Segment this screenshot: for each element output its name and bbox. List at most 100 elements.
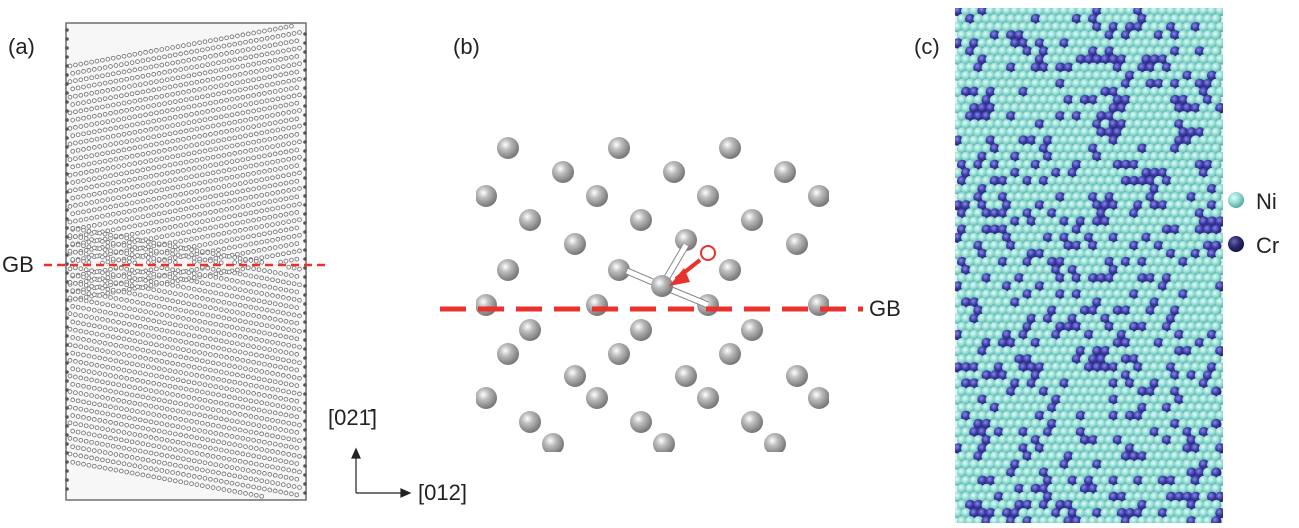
cr-atom xyxy=(1125,70,1136,82)
ni-atom xyxy=(1092,70,1103,82)
edge-atom xyxy=(65,280,69,284)
cr-atom xyxy=(1207,200,1218,211)
cr-atom xyxy=(1108,394,1120,405)
lattice-atom xyxy=(229,278,235,283)
cr-atom xyxy=(1133,475,1144,486)
ni-atom xyxy=(1084,394,1095,405)
ni-atom xyxy=(961,119,972,130)
lattice-atom xyxy=(132,98,138,104)
ni-atom xyxy=(1100,410,1111,422)
ni-atom xyxy=(1018,459,1029,470)
lattice-atom xyxy=(129,231,135,237)
lattice-atom xyxy=(294,100,300,106)
lattice-atom xyxy=(205,124,211,130)
cr-atom xyxy=(1002,281,1013,292)
lattice-atom xyxy=(116,366,121,372)
ni-atom xyxy=(1170,402,1181,414)
ni-atom xyxy=(1092,329,1103,341)
lattice-atom xyxy=(267,183,273,189)
lattice-atom xyxy=(156,319,162,325)
ni-atom xyxy=(1108,151,1120,162)
edge-atom xyxy=(65,55,69,59)
lattice-atom xyxy=(78,250,84,256)
lattice-atom xyxy=(259,114,265,120)
lattice-atom xyxy=(73,437,78,442)
gray-atom xyxy=(786,233,808,255)
cr-atom xyxy=(981,435,992,446)
lattice-atom xyxy=(167,69,173,74)
edge-atom xyxy=(65,181,69,185)
cr-atom xyxy=(1194,208,1206,219)
ni-atom xyxy=(1194,418,1206,430)
ni-atom xyxy=(1153,305,1165,316)
lattice-atom xyxy=(272,457,278,463)
lattice-atom xyxy=(97,175,103,181)
ni-atom xyxy=(1104,305,1115,316)
ni-atom xyxy=(1190,151,1202,162)
lattice-atom xyxy=(213,53,219,58)
ni-atom xyxy=(1067,329,1079,341)
ni-atom xyxy=(1063,289,1074,300)
ni-atom xyxy=(1108,508,1120,519)
ni-atom xyxy=(993,459,1005,470)
lattice-atom xyxy=(240,48,246,53)
ni-atom xyxy=(1047,13,1058,25)
lattice-atom xyxy=(199,219,205,224)
lattice-atom xyxy=(94,89,100,95)
ni-atom xyxy=(1026,508,1038,519)
ni-atom xyxy=(1034,135,1046,146)
ni-atom xyxy=(1059,475,1070,486)
ni-atom xyxy=(1084,281,1095,292)
lattice-atom xyxy=(197,40,202,46)
lattice-atom xyxy=(105,134,111,140)
ni-atom xyxy=(1100,38,1111,49)
cr-atom xyxy=(1104,192,1115,203)
ni-atom xyxy=(961,394,972,405)
ni-atom xyxy=(1014,516,1025,523)
lattice-atom xyxy=(199,389,205,395)
ni-atom xyxy=(1207,151,1218,162)
lattice-atom xyxy=(91,145,97,150)
ni-atom xyxy=(1141,508,1152,519)
panel-b-vacancy-circle xyxy=(700,245,716,261)
lattice-atom xyxy=(224,323,229,329)
lattice-atom xyxy=(73,171,78,177)
lattice-atom xyxy=(232,244,238,250)
lattice-atom xyxy=(148,95,154,101)
ni-atom xyxy=(1075,167,1087,179)
ni-atom xyxy=(1055,354,1066,365)
edge-atom xyxy=(303,428,307,432)
edge-atom xyxy=(65,73,69,77)
lattice-atom xyxy=(283,334,289,340)
lattice-atom xyxy=(221,230,227,236)
lattice-atom xyxy=(297,154,302,160)
lattice-atom xyxy=(226,378,232,384)
lattice-atom xyxy=(94,269,100,275)
lattice-atom xyxy=(262,268,267,273)
ni-atom xyxy=(1133,248,1144,260)
lattice-atom xyxy=(272,120,278,126)
ni-atom xyxy=(981,499,992,511)
lattice-atom xyxy=(164,233,170,239)
lattice-atom xyxy=(121,163,127,168)
lattice-atom xyxy=(81,352,86,358)
cr-atom xyxy=(1034,443,1046,454)
lattice-atom xyxy=(83,345,89,351)
lattice-atom xyxy=(210,232,216,238)
ni-atom xyxy=(1079,337,1091,349)
ni-atom xyxy=(1161,370,1173,381)
lattice-atom xyxy=(210,217,216,222)
lattice-atom xyxy=(75,163,81,169)
lattice-atom xyxy=(97,206,103,212)
lattice-atom xyxy=(294,210,300,215)
ni-atom xyxy=(1141,346,1152,357)
lattice-atom xyxy=(148,111,154,117)
ni-atom xyxy=(1063,30,1074,41)
lattice-atom xyxy=(259,400,265,406)
lattice-atom xyxy=(97,293,103,298)
lattice-atom xyxy=(89,106,94,112)
lattice-atom xyxy=(81,290,86,295)
cr-atom xyxy=(961,200,972,211)
lattice-atom xyxy=(262,408,267,414)
lattice-atom xyxy=(129,185,135,190)
